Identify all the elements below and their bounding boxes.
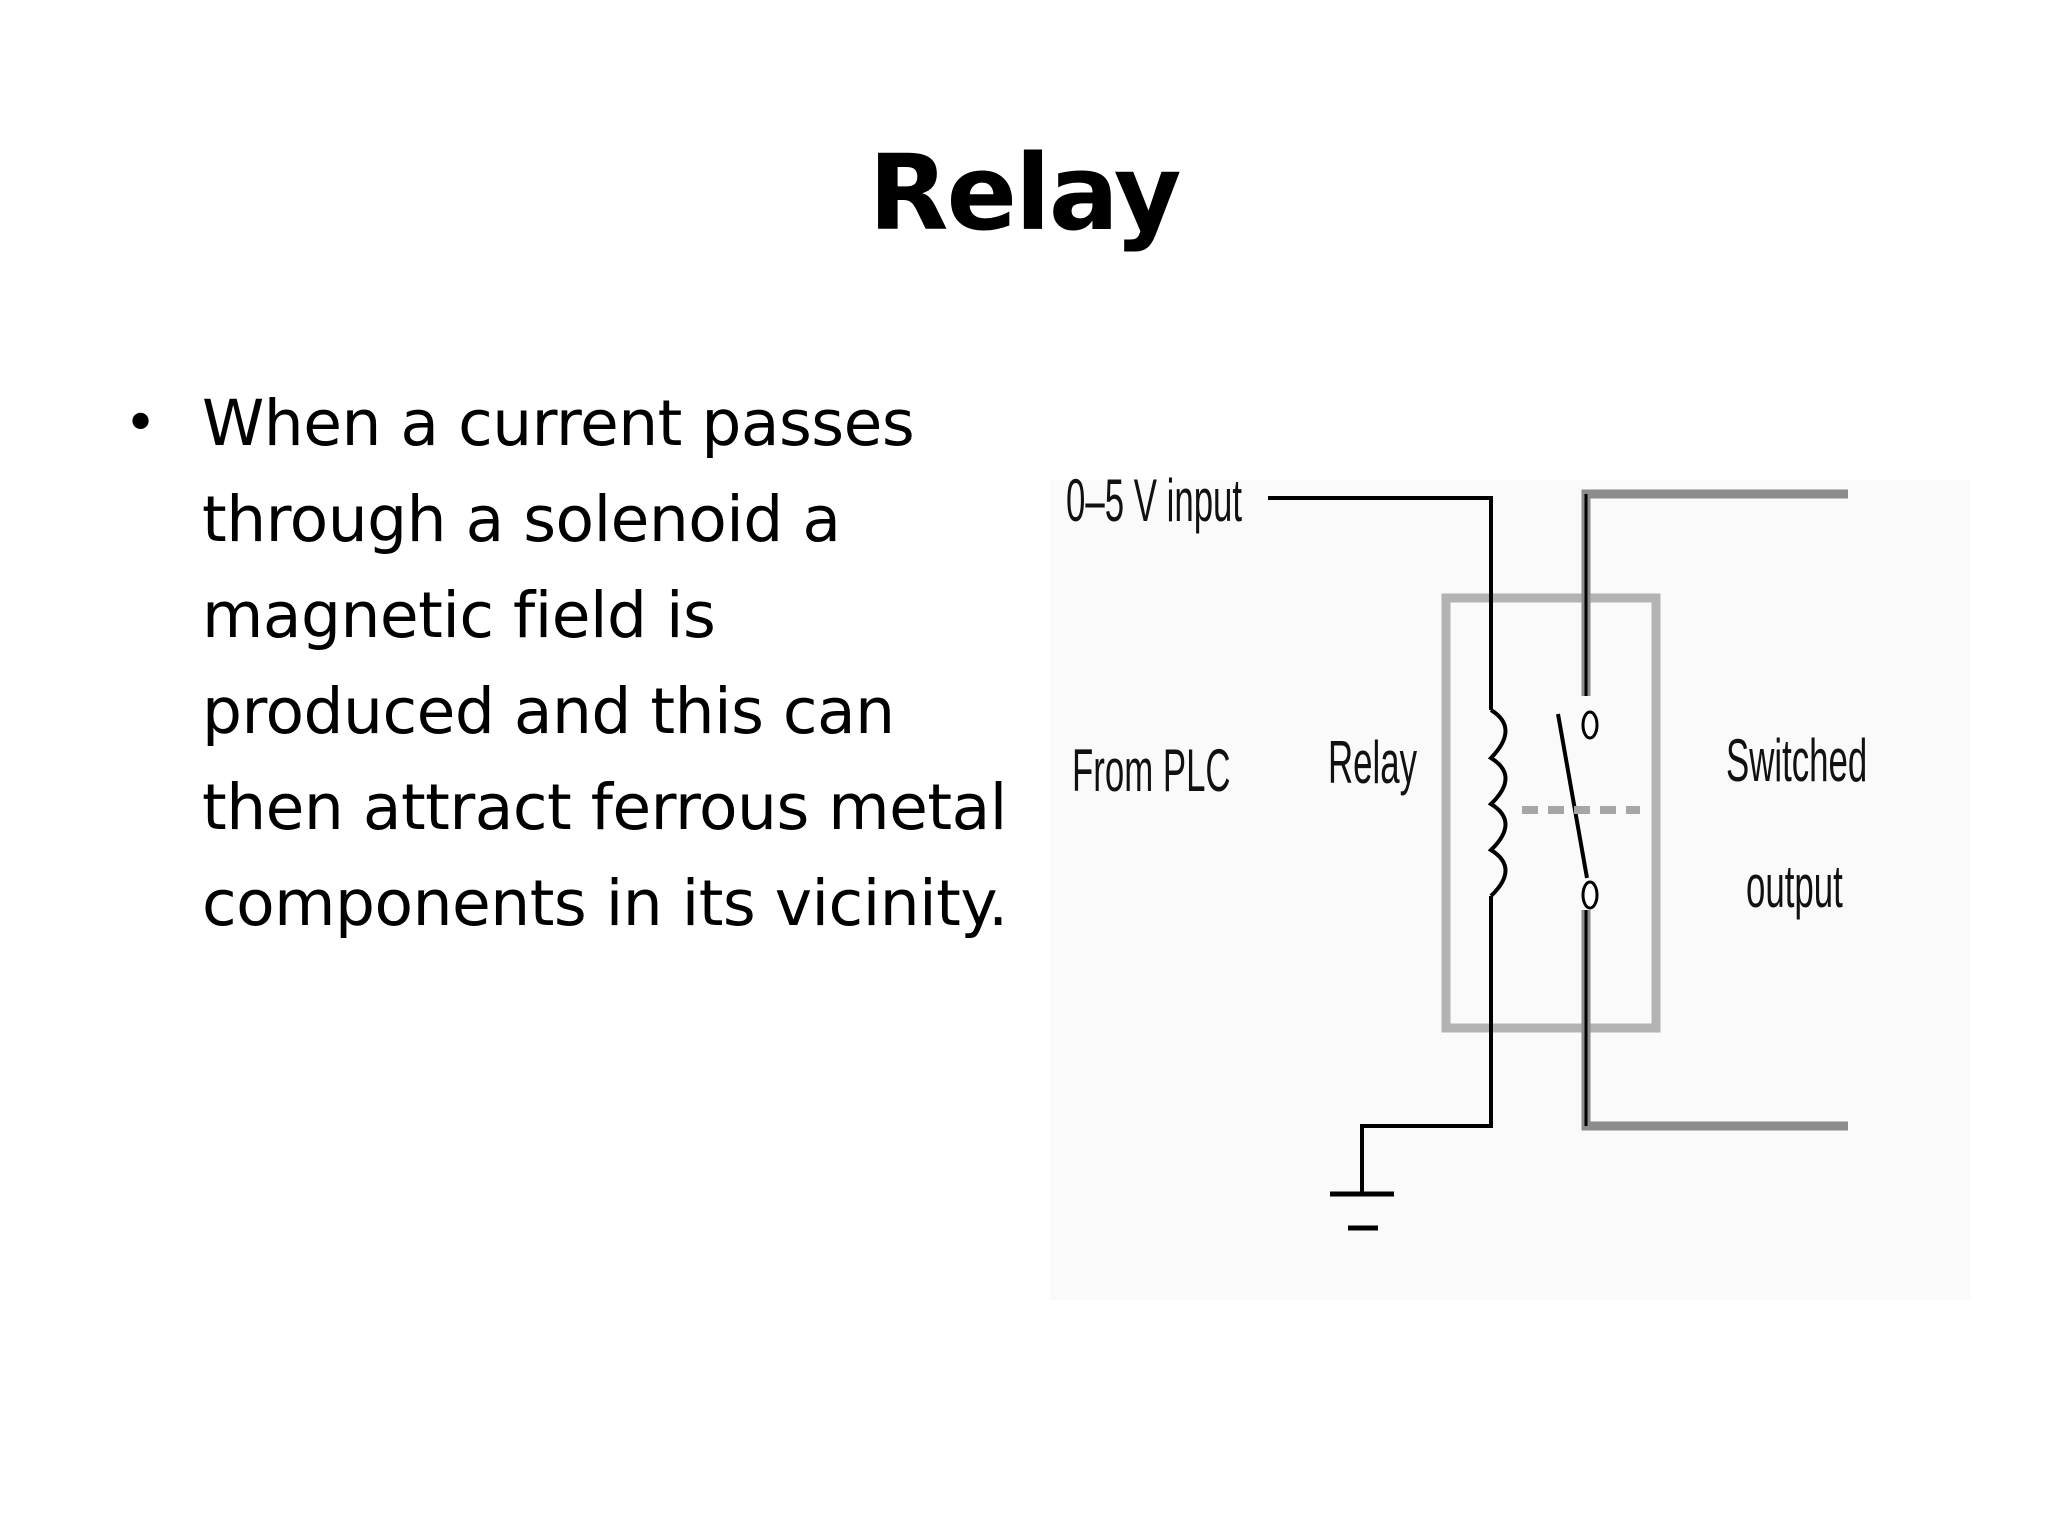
output-label: output [1746, 853, 1843, 920]
ground-icon [1330, 1191, 1394, 1231]
bullet-text: When a current passes through a solenoid… [202, 387, 1008, 940]
ground-wire [1360, 896, 1493, 1192]
relay-circuit-diagram: 0–5 V input From PLC Relay Switched outp… [1050, 420, 1970, 1300]
bullet-item: • When a current passes through a soleno… [120, 376, 1020, 952]
from-plc-label: From PLC [1072, 737, 1231, 804]
input-label: 0–5 V input [1066, 467, 1243, 534]
relay-coil-icon [1487, 708, 1508, 898]
relay-box [1441, 593, 1661, 1033]
bullet-list: • When a current passes through a soleno… [120, 376, 1020, 952]
slide-title: Relay [868, 132, 1181, 254]
relay-circuit-svg [1268, 489, 1848, 1231]
switched-label: Switched [1726, 727, 1868, 794]
switch-contact-icon [1556, 710, 1599, 910]
diagram-background [1050, 480, 1970, 1300]
switched-wire-bottom [1581, 910, 1848, 1131]
bullet-dot-icon: • [124, 391, 157, 456]
relay-label: Relay [1328, 729, 1417, 796]
input-wire [1268, 496, 1493, 710]
